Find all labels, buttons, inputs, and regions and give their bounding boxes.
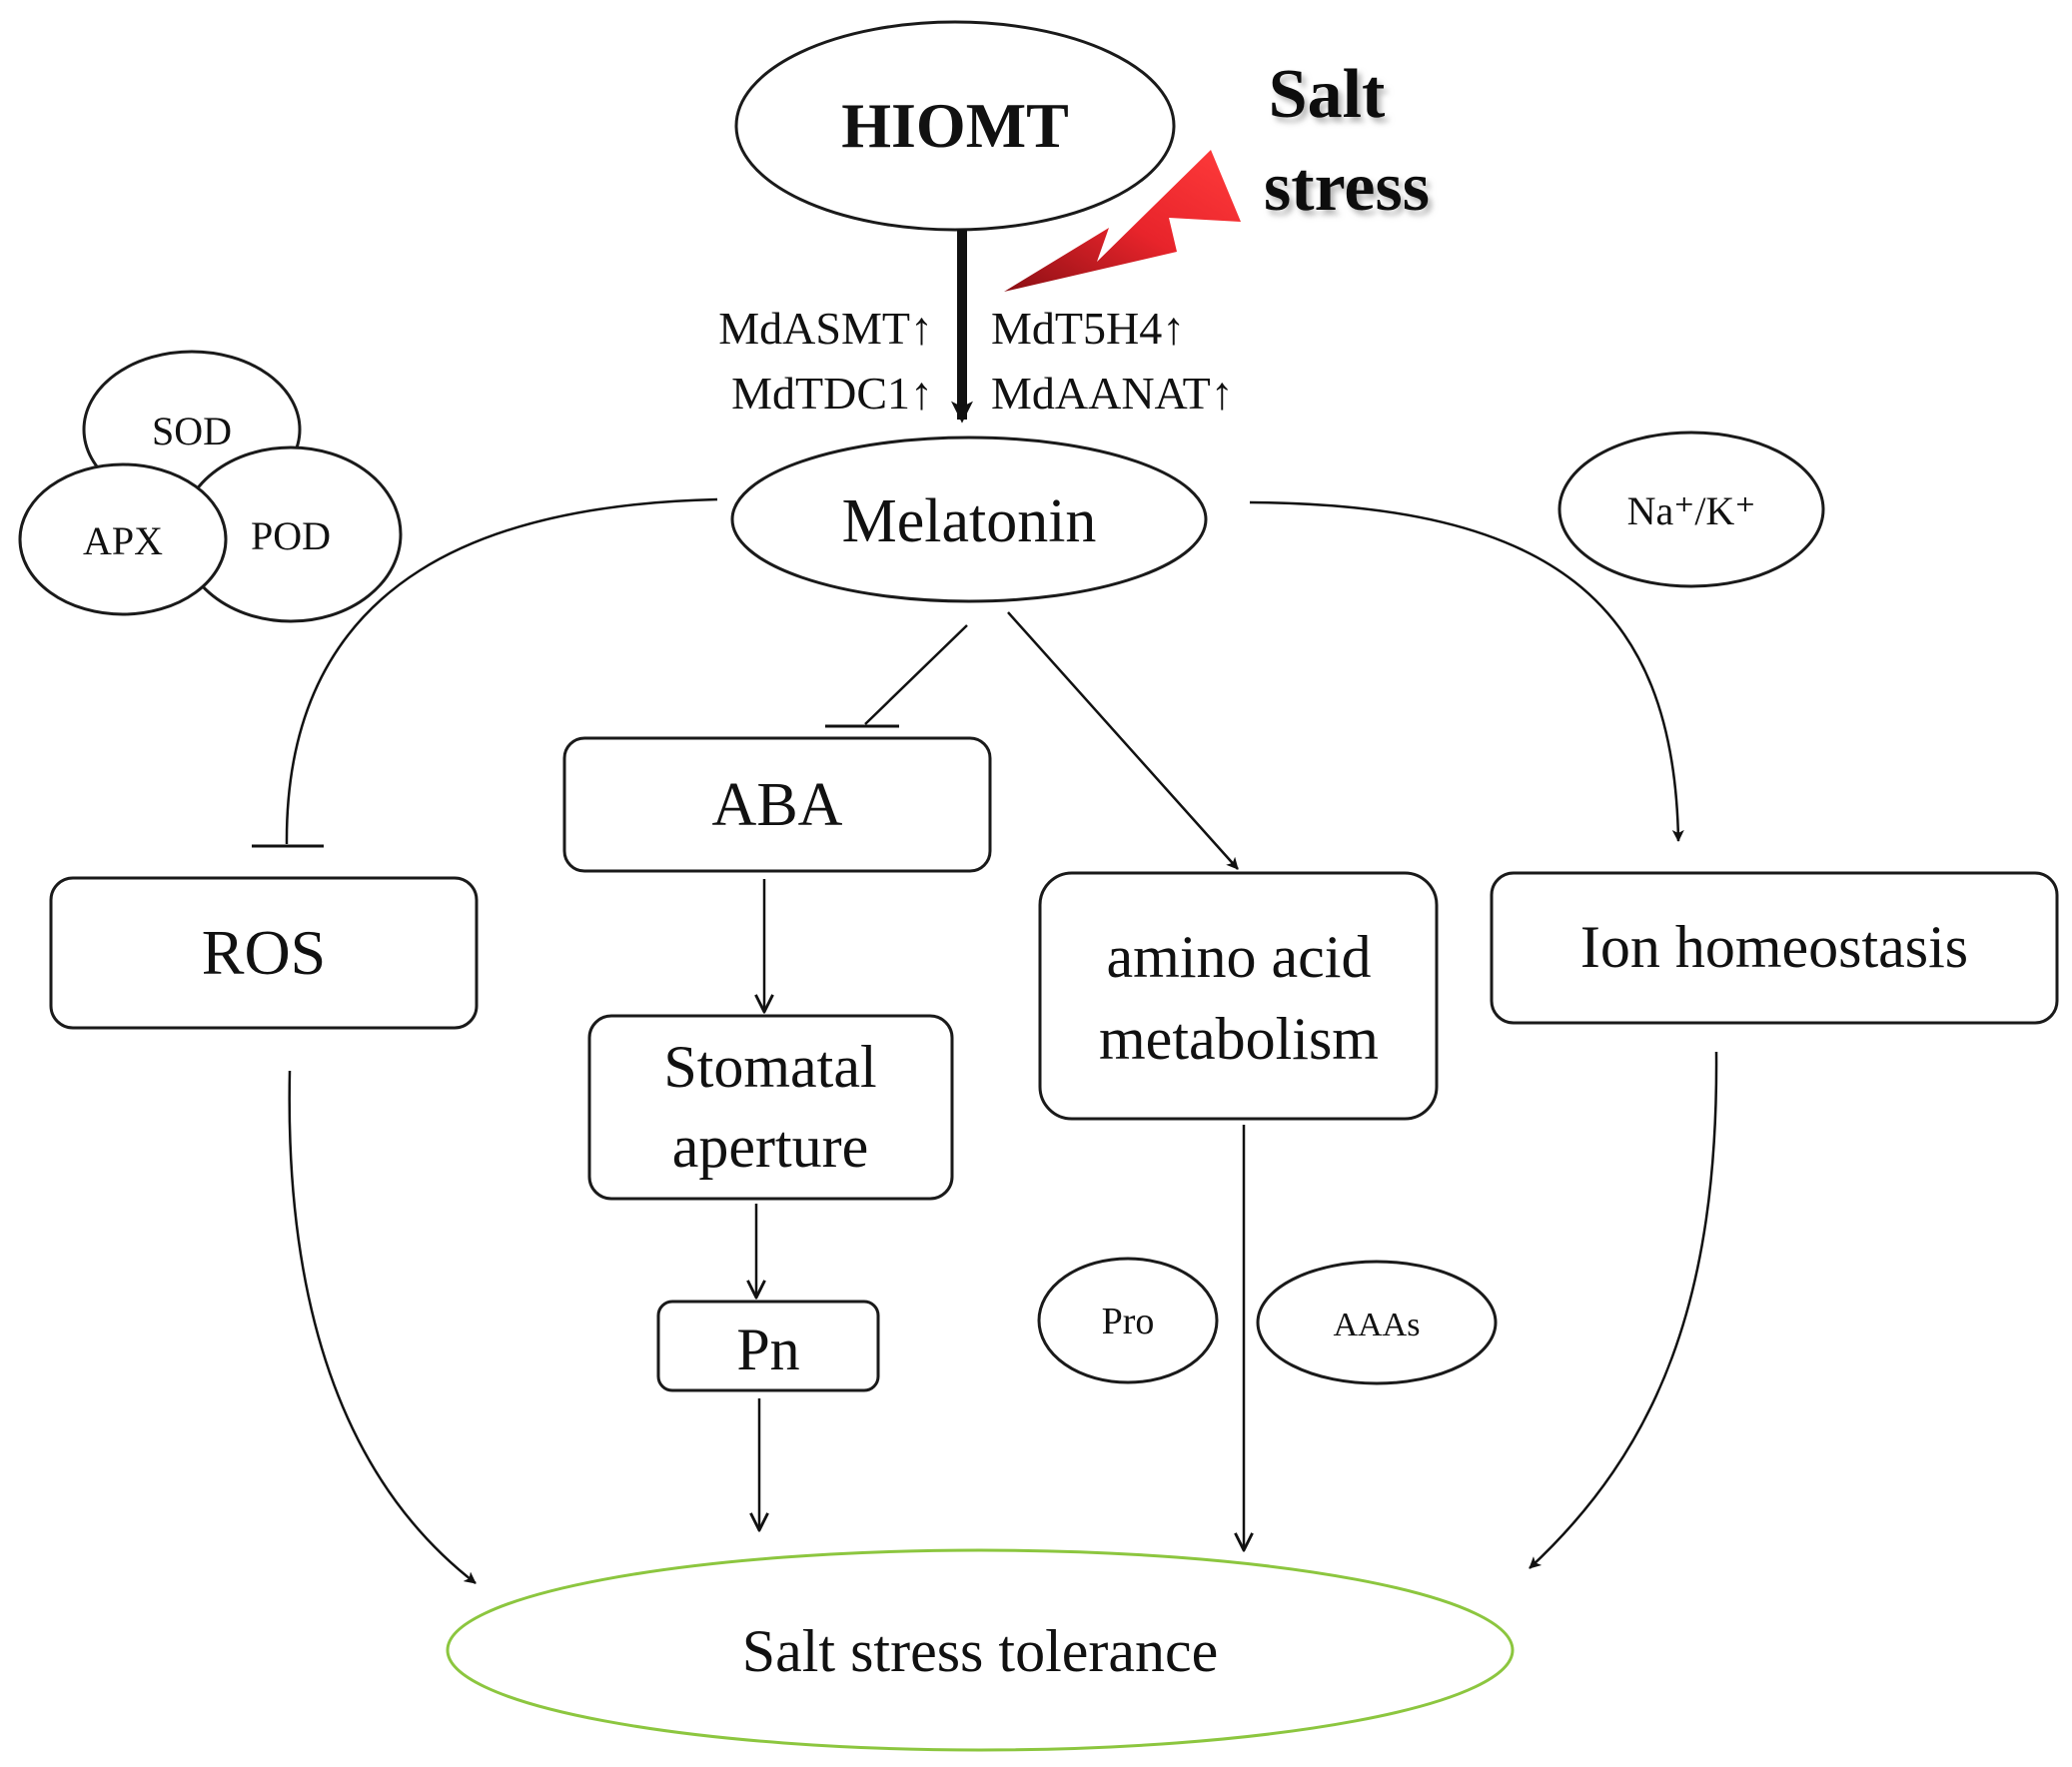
hiomt-label: HIOMT (841, 90, 1069, 161)
gene-mdtdc1: MdTDC1↑ (731, 368, 933, 419)
stomatal-label-line2: aperture (672, 1114, 869, 1180)
pro-node: Pro (1037, 1257, 1219, 1384)
gene-mdasmt: MdASMT↑ (718, 303, 933, 354)
salt-stress-node: Salt stress (1004, 56, 1430, 292)
na-k-node: Na⁺/K⁺ (1557, 431, 1825, 588)
salt-stress-line1: Salt (1269, 56, 1386, 133)
ros-label: ROS (202, 917, 327, 988)
melatonin-inhibits-aba-edge (864, 624, 968, 725)
pro-label: Pro (1102, 1301, 1155, 1342)
melatonin-node: Melatonin (730, 436, 1208, 603)
aaas-label: AAAs (1334, 1307, 1421, 1343)
na-k-label: Na⁺/K⁺ (1627, 488, 1756, 533)
pod-label: POD (251, 513, 331, 558)
ion-homeostasis-node: Ion homeostasis (1490, 871, 2059, 1025)
gene-mdaanat: MdAANAT↑ (991, 368, 1234, 419)
aaas-node: AAAs (1256, 1260, 1498, 1385)
melatonin-inhibits-ros-edge (285, 497, 718, 845)
melatonin-to-ion-edge (1249, 500, 1684, 842)
hiomt-node: HIOMT (734, 20, 1176, 232)
salt-stress-tolerance-node: Salt stress tolerance (446, 1548, 1515, 1752)
apx-label: APX (83, 518, 163, 563)
gene-labels: MdASMT↑ MdTDC1↑ MdT5H4↑ MdAANAT↑ (718, 303, 1234, 419)
aba-node: ABA (562, 736, 992, 873)
ion-label: Ion homeostasis (1580, 914, 1968, 980)
ros-to-tolerance-edge (288, 1070, 477, 1584)
melatonin-to-amino-edge (1007, 611, 1239, 870)
aba-label: ABA (712, 771, 843, 839)
gene-mdt5h4: MdT5H4↑ (991, 303, 1185, 354)
pn-node: Pn (656, 1300, 880, 1392)
pn-label: Pn (736, 1317, 799, 1382)
lightning-bolt-icon (1004, 150, 1241, 292)
amino-acid-metabolism-node: amino acid metabolism (1038, 871, 1439, 1121)
ros-node: ROS (49, 876, 479, 1030)
salt-stress-line2: stress (1264, 149, 1430, 226)
amino-label-line2: metabolism (1099, 1006, 1379, 1072)
stomatal-label-line1: Stomatal (663, 1034, 876, 1100)
stomatal-aperture-node: Stomatal aperture (587, 1014, 954, 1201)
ion-to-tolerance-edge (1529, 1051, 1718, 1569)
antioxidant-enzymes: SOD APX POD (18, 350, 403, 623)
tolerance-label: Salt stress tolerance (742, 1618, 1219, 1684)
sod-label: SOD (152, 409, 232, 453)
melatonin-label: Melatonin (842, 487, 1097, 555)
amino-label-line1: amino acid (1107, 924, 1372, 990)
